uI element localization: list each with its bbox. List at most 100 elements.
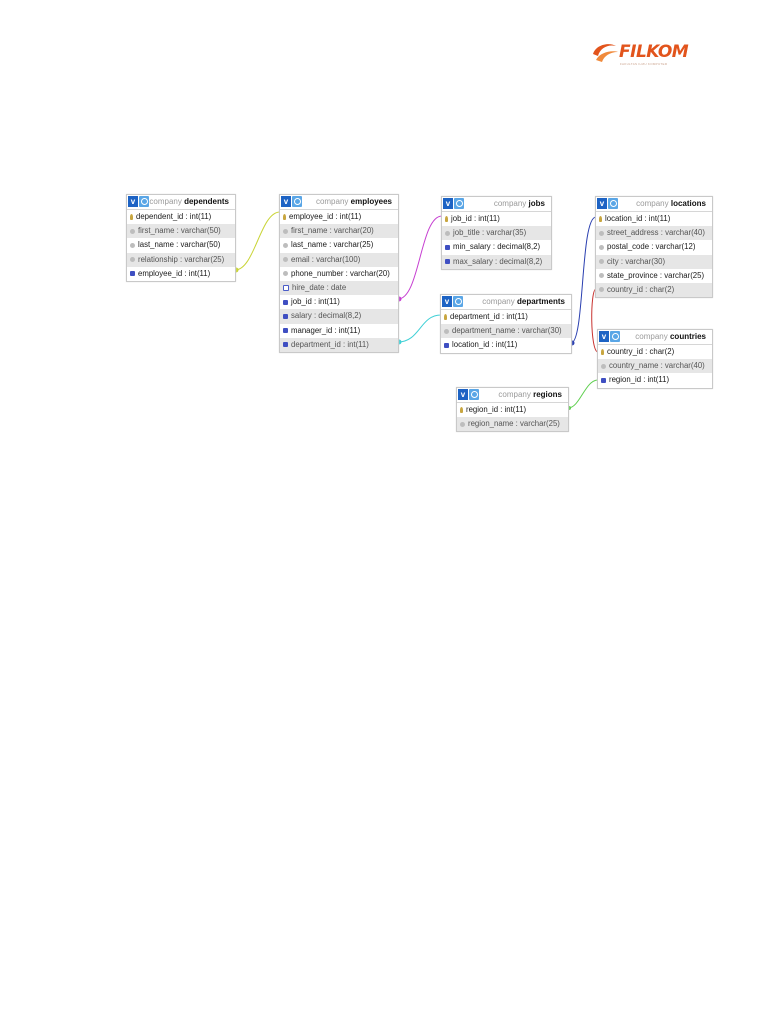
column-icon — [601, 363, 606, 369]
column-row[interactable]: department_id : int(11) — [441, 310, 571, 324]
table-header[interactable]: v company employees — [280, 195, 398, 210]
table-header[interactable]: v company departments — [441, 295, 571, 310]
column-icon — [444, 328, 449, 334]
toggle-v-button[interactable]: v — [599, 331, 609, 342]
column-row[interactable]: postal_code : varchar(12) — [596, 240, 712, 254]
table-title[interactable]: company locations — [636, 199, 706, 209]
column-row[interactable]: country_name : varchar(40) — [598, 359, 712, 374]
column-row[interactable]: region_id : int(11) — [457, 403, 568, 417]
column-row[interactable]: last_name : varchar(50) — [127, 238, 235, 252]
table-countries[interactable]: v company countries country_id : char(2)co… — [597, 329, 713, 389]
link-dependents-employees — [234, 211, 281, 271]
settings-circle-icon[interactable] — [454, 198, 464, 209]
column-row[interactable]: salary : decimal(8,2) — [280, 309, 398, 324]
table-dependents[interactable]: v company dependents dependent_id : int(11… — [126, 194, 236, 282]
column-row[interactable]: state_province : varchar(25) — [596, 269, 712, 283]
table-title[interactable]: company employees — [316, 197, 392, 207]
table-header[interactable]: v company regions — [457, 388, 568, 403]
column-row[interactable]: email : varchar(100) — [280, 252, 398, 267]
table-header[interactable]: v company countries — [598, 330, 712, 345]
column-row[interactable]: location_id : int(11) — [596, 212, 712, 226]
table-title[interactable]: company jobs — [494, 199, 545, 209]
settings-circle-icon[interactable] — [292, 196, 302, 207]
table-header[interactable]: v company locations — [596, 197, 712, 212]
table-title[interactable]: company departments — [482, 297, 565, 307]
index-icon — [130, 271, 135, 277]
column-row[interactable]: location_id : int(11) — [441, 338, 571, 352]
table-header[interactable]: v company jobs — [442, 197, 551, 212]
column-row[interactable]: department_name : varchar(30) — [441, 324, 571, 339]
column-row[interactable]: country_id : char(2) — [596, 282, 712, 298]
table-title[interactable]: company countries — [635, 332, 706, 342]
settings-circle-icon[interactable] — [139, 196, 149, 207]
column-icon — [599, 273, 604, 279]
table-name: departments — [516, 297, 565, 306]
column-definition: last_name : varchar(50) — [138, 240, 221, 250]
column-icon — [130, 242, 135, 248]
table-title[interactable]: company regions — [498, 390, 562, 400]
primary-key-icon — [601, 348, 604, 355]
column-icon — [283, 257, 288, 262]
column-row[interactable]: last_name : varchar(25) — [280, 238, 398, 252]
column-row[interactable]: region_name : varchar(25) — [457, 417, 568, 432]
column-row[interactable]: manager_id : int(11) — [280, 324, 398, 338]
column-row[interactable]: first_name : varchar(50) — [127, 224, 235, 239]
database-name: company — [493, 199, 527, 208]
table-departments[interactable]: v company departments department_id : int(… — [440, 294, 572, 354]
link-countries-regions — [567, 379, 599, 409]
column-row[interactable]: country_id : char(2) — [598, 345, 712, 359]
column-definition: first_name : varchar(20) — [291, 226, 374, 236]
table-jobs[interactable]: v company jobs job_id : int(11) job_title :… — [441, 196, 552, 270]
column-row[interactable]: hire_date : date — [280, 280, 398, 296]
column-definition: job_id : int(11) — [451, 214, 500, 223]
column-row[interactable]: relationship : varchar(25) — [127, 252, 235, 267]
toggle-v-button[interactable]: v — [443, 198, 453, 209]
column-definition: country_id : char(2) — [607, 284, 675, 294]
toggle-v-button[interactable]: v — [281, 196, 291, 207]
column-row[interactable]: department_id : int(11) — [280, 337, 398, 352]
table-name: regions — [533, 390, 562, 399]
column-row[interactable]: job_id : int(11) — [280, 295, 398, 309]
primary-key-icon — [445, 215, 448, 222]
column-row[interactable]: first_name : varchar(20) — [280, 224, 398, 239]
table-name: dependents — [184, 197, 229, 206]
settings-circle-icon[interactable] — [610, 331, 620, 342]
column-row[interactable]: job_id : int(11) — [442, 212, 551, 226]
index-icon — [445, 244, 450, 250]
column-definition: email : varchar(100) — [291, 254, 361, 264]
column-row[interactable]: region_id : int(11) — [598, 373, 712, 387]
settings-circle-icon[interactable] — [469, 389, 479, 400]
settings-circle-icon[interactable] — [608, 198, 618, 209]
column-icon — [599, 259, 604, 264]
settings-circle-icon[interactable] — [453, 296, 463, 307]
toggle-v-button[interactable]: v — [458, 389, 468, 400]
table-header[interactable]: v company dependents — [127, 195, 235, 210]
column-row[interactable]: city : varchar(30) — [596, 254, 712, 269]
primary-key-icon — [283, 213, 286, 220]
table-title[interactable]: company dependents — [149, 197, 229, 207]
column-definition: street_address : varchar(40) — [607, 228, 705, 238]
column-icon — [283, 242, 288, 248]
column-row[interactable]: street_address : varchar(40) — [596, 226, 712, 241]
column-row[interactable]: max_salary : decimal(8,2) — [442, 254, 551, 269]
column-definition: employee_id : int(11) — [138, 268, 211, 278]
column-row[interactable]: job_title : varchar(35) — [442, 226, 551, 241]
column-icon — [445, 230, 450, 236]
column-row[interactable]: min_salary : decimal(8,2) — [442, 240, 551, 254]
toggle-v-button[interactable]: v — [442, 296, 452, 307]
column-row[interactable]: employee_id : int(11) — [280, 210, 398, 224]
table-locations[interactable]: v company locations location_id : int(11) s… — [595, 196, 713, 299]
toggle-v-button[interactable]: v — [128, 196, 138, 207]
index-icon — [283, 342, 288, 348]
column-row[interactable]: dependent_id : int(11) — [127, 210, 235, 224]
column-definition: location_id : int(11) — [452, 340, 518, 350]
table-employees[interactable]: v company employees employee_id : int(11) f… — [279, 194, 399, 353]
database-name: company — [149, 197, 182, 206]
column-row[interactable]: phone_number : varchar(20) — [280, 267, 398, 281]
toggle-v-button[interactable]: v — [597, 198, 607, 209]
column-row[interactable]: employee_id : int(11) — [127, 267, 235, 281]
index-icon — [283, 299, 288, 305]
column-icon — [283, 228, 288, 234]
index-icon — [283, 313, 288, 319]
